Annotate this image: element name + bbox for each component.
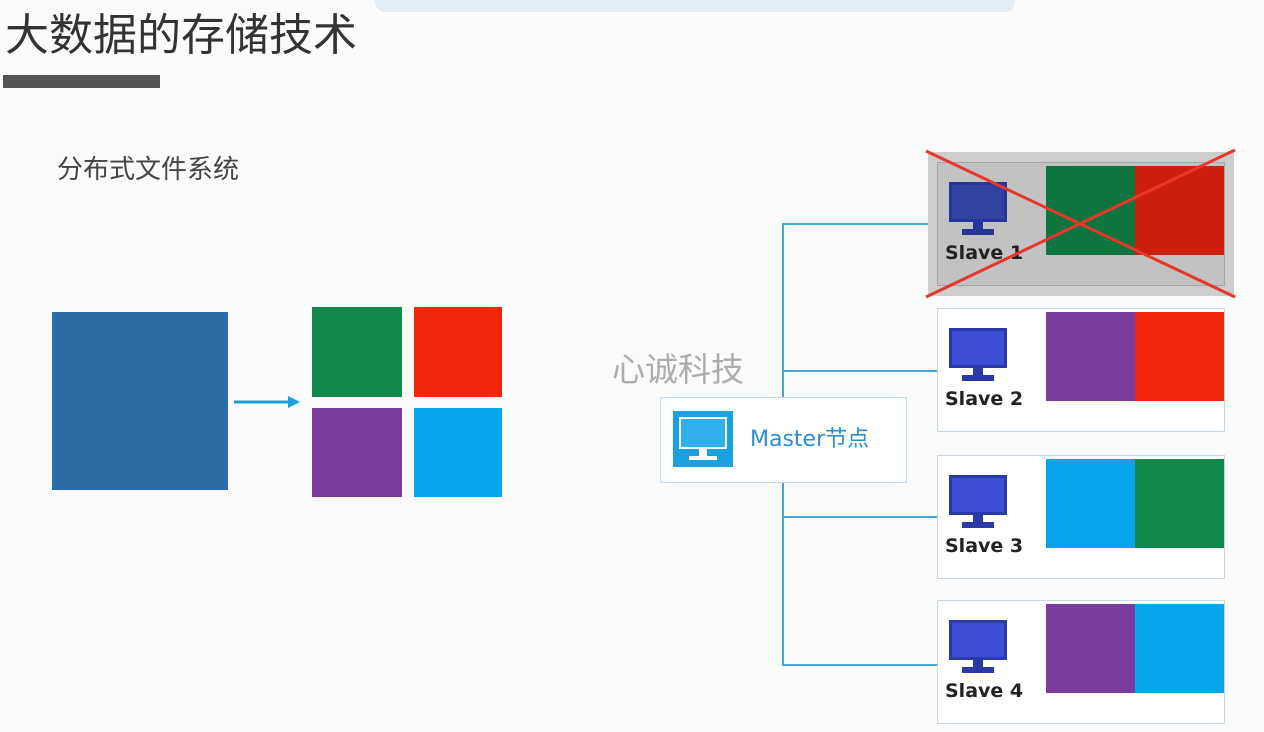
master-node: Master节点 (660, 397, 907, 483)
slave-3-block-cyan (1046, 459, 1135, 548)
monitor-icon (949, 328, 1007, 381)
monitor-icon (949, 475, 1007, 528)
slave-label: Slave 3 (945, 535, 1024, 557)
slave-2-block-purple (1046, 312, 1135, 401)
watermark: 心诚科技 (612, 350, 744, 389)
slave-2-block-red (1135, 312, 1224, 401)
file-block-red (414, 307, 502, 397)
monitor-icon (949, 620, 1007, 673)
monitor-icon (673, 411, 733, 467)
slave-label: Slave 1 (945, 242, 1024, 264)
slave-node-3: Slave 3 (937, 455, 1225, 579)
slide-title: 大数据的存储技术 (5, 10, 357, 61)
slave-node-1: Slave 1 (937, 162, 1225, 286)
slave-4-block-purple (1046, 604, 1135, 693)
slide-subtitle: 分布式文件系统 (57, 155, 240, 185)
source-file-block (52, 312, 228, 490)
split-arrow-head (288, 396, 300, 408)
file-block-purple (312, 408, 402, 497)
master-node-label: Master节点 (750, 427, 870, 452)
top-decoration-bar (375, 0, 1015, 12)
slave-4-block-cyan (1135, 604, 1224, 693)
slave-1-block-red (1135, 166, 1224, 255)
slave-label: Slave 4 (945, 680, 1024, 702)
slave-3-block-green (1135, 459, 1224, 548)
title-underline (3, 75, 160, 88)
slave-node-2: Slave 2 (937, 308, 1225, 432)
slave-node-4: Slave 4 (937, 600, 1225, 724)
file-block-cyan (414, 408, 502, 497)
file-block-green (312, 307, 402, 397)
slave-label: Slave 2 (945, 388, 1024, 410)
monitor-icon (949, 182, 1007, 235)
slave-1-block-green (1046, 166, 1135, 255)
